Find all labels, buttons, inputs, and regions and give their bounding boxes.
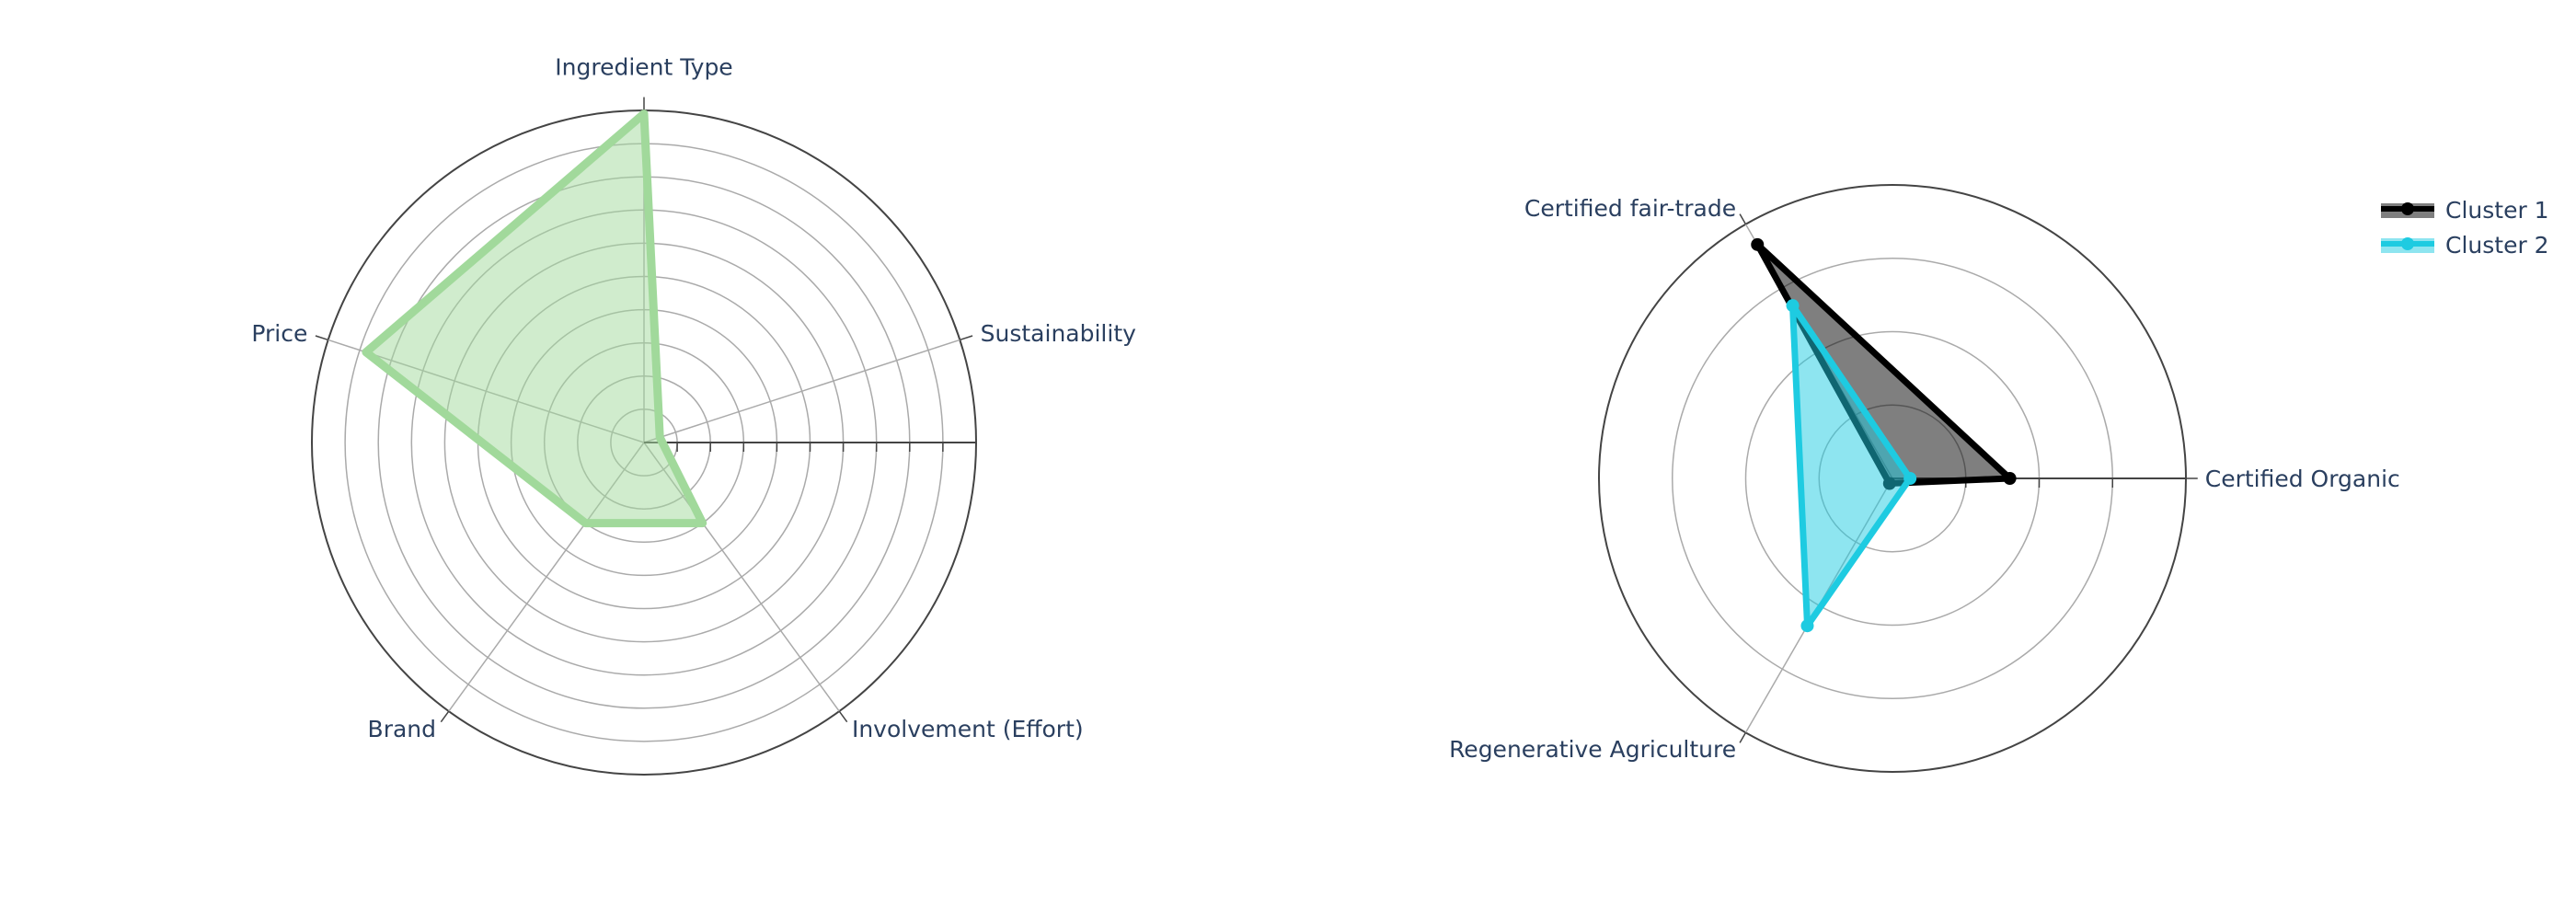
axis-label: Brand: [368, 716, 436, 742]
axis-label: Certified fair-trade: [1524, 195, 1736, 222]
legend-label[interactable]: Cluster 2: [2445, 232, 2549, 259]
axis-label: Involvement (Effort): [852, 716, 1084, 742]
legend-label[interactable]: Cluster 1: [2445, 197, 2549, 224]
angular-tick: [1739, 213, 1747, 225]
data-point: [1903, 472, 1917, 485]
radar-chart-1: Ingredient TypeSustainabilityInvolvement…: [251, 54, 1136, 776]
spoke-line: [643, 339, 960, 443]
legend-marker: [2401, 237, 2414, 250]
axis-label: Ingredient Type: [555, 54, 732, 81]
data-point: [1786, 299, 1800, 313]
data-point: [1800, 619, 1814, 633]
series-area: [362, 109, 707, 528]
angular-tick: [440, 710, 450, 723]
legend: Cluster 1 Cluster 2: [2381, 197, 2549, 259]
angular-tick: [960, 335, 973, 341]
data-point: [1751, 237, 1765, 251]
series-area: [1789, 302, 1914, 629]
angular-tick: [838, 710, 848, 723]
axis-label: Sustainability: [981, 320, 1136, 347]
axis-label: Certified Organic: [2205, 466, 2400, 492]
axis-label: Regenerative Agriculture: [1449, 736, 1736, 763]
angular-tick: [315, 335, 328, 341]
angular-tick: [1739, 731, 1747, 743]
data-point: [2003, 472, 2017, 485]
axis-label: Price: [251, 320, 307, 347]
legend-marker: [2401, 202, 2414, 215]
